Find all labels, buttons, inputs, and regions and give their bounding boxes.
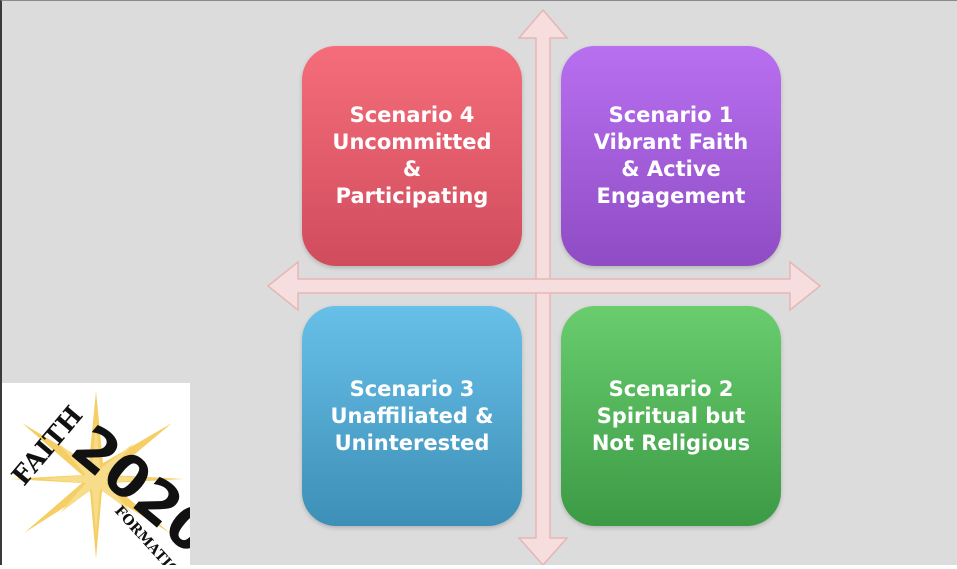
- logo-starburst: [10, 391, 184, 559]
- quadrant-line: &: [402, 157, 422, 181]
- quadrant-line: & Active: [621, 157, 721, 181]
- quadrant-line: Uncommitted: [332, 130, 492, 154]
- quadrant-scenario-1: Scenario 1 Vibrant Faith & Active Engage…: [561, 46, 781, 266]
- quadrant-line: Scenario 1: [608, 103, 734, 127]
- quadrant-line: Participating: [335, 184, 489, 208]
- quadrant-scenario-1-text: Scenario 1 Vibrant Faith & Active Engage…: [576, 102, 766, 210]
- quadrant-line: Spiritual but: [596, 403, 746, 428]
- faith-formation-2020-logo: FAITH 2020 FORMATION: [2, 383, 226, 569]
- quadrant-line: Scenario 2: [608, 376, 734, 401]
- quadrant-scenario-4: Scenario 4 Uncommitted & Participating: [302, 46, 522, 266]
- quadrant-line: Scenario 4: [349, 103, 475, 127]
- quadrant-line: Not Religious: [591, 430, 751, 455]
- quadrant-scenario-3: Scenario 3 Unaffiliated & Uninterested: [302, 306, 522, 526]
- horizontal-axis-arrow: [266, 260, 822, 312]
- quadrant-line: Uninterested: [334, 430, 490, 455]
- quadrant-line: Scenario 3: [349, 376, 475, 401]
- quadrant-line: Vibrant Faith: [593, 130, 749, 154]
- quadrant-scenario-3-text: Scenario 3 Unaffiliated & Uninterested: [317, 376, 507, 457]
- quadrant-scenario-2: Scenario 2 Spiritual but Not Religious: [561, 306, 781, 526]
- quadrant-line: Engagement: [596, 184, 746, 208]
- quadrant-scenario-4-text: Scenario 4 Uncommitted & Participating: [317, 102, 507, 210]
- quadrant-scenario-2-text: Scenario 2 Spiritual but Not Religious: [576, 376, 766, 457]
- logo-graphic: FAITH 2020 FORMATION: [6, 391, 226, 569]
- quadrant-line: Unaffiliated &: [330, 403, 494, 428]
